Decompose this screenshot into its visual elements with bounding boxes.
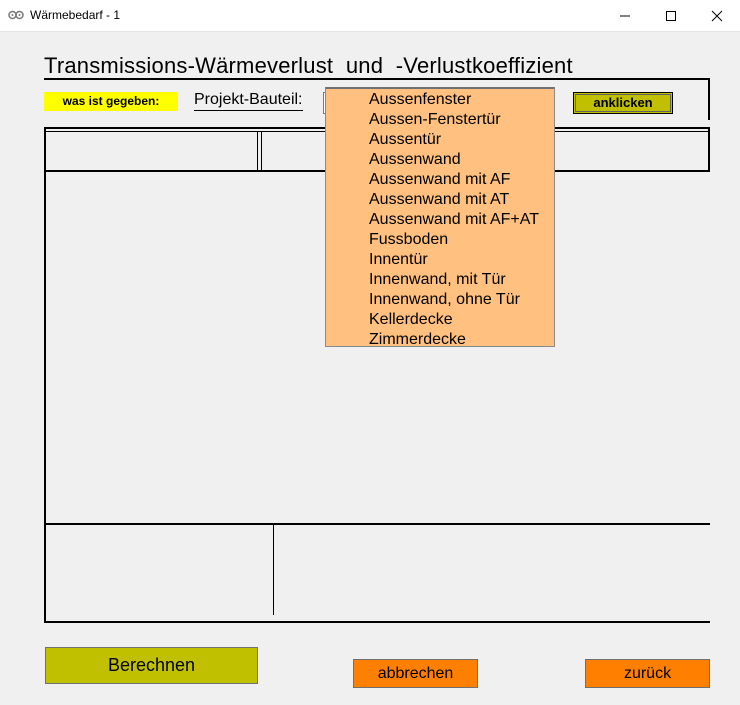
bauteil-dropdown-list[interactable]: Aussenfenster Aussen-Fenstertür Aussentü… (325, 87, 555, 348)
abbrechen-button[interactable]: abbrechen (353, 659, 478, 688)
column-divider-1 (257, 131, 258, 171)
minimize-button[interactable] (602, 0, 648, 31)
zurueck-button[interactable]: zurück (585, 659, 710, 688)
window-title: Wärmebedarf - 1 (30, 8, 121, 22)
dropdown-option[interactable]: Fussboden (369, 231, 449, 248)
lower-section-line (44, 523, 710, 525)
dropdown-option[interactable]: Innenwand, ohne Tür (369, 291, 520, 308)
dropdown-option[interactable]: Aussenfenster (369, 91, 472, 108)
dropdown-option[interactable]: Aussenwand mit AT (369, 191, 510, 208)
column-divider-2 (261, 131, 262, 171)
berechnen-button[interactable]: Berechnen (45, 647, 258, 684)
dropdown-option[interactable]: Zimmerdecke (369, 331, 466, 348)
top-frame-line (44, 78, 710, 80)
bauteil-label: Projekt-Bauteil: (194, 91, 303, 111)
right-frame-top-line (708, 78, 710, 120)
dropdown-option[interactable]: Aussen-Fenstertür (369, 111, 501, 128)
dropdown-option[interactable]: Aussenwand mit AF+AT (369, 211, 539, 228)
close-button[interactable] (694, 0, 740, 31)
dropdown-option[interactable]: Innentür (369, 251, 428, 268)
left-frame-line (44, 127, 46, 623)
dropdown-option[interactable]: Aussenwand (369, 151, 461, 168)
maximize-icon (666, 11, 676, 21)
gear-pair-icon (8, 10, 24, 20)
bottom-frame-line (44, 621, 710, 623)
page-title: Transmissions-Wärmeverlust und -Verlustk… (44, 53, 573, 78)
maximize-button[interactable] (648, 0, 694, 31)
lower-column-divider (273, 525, 274, 615)
right-frame-line (708, 127, 710, 171)
close-icon (711, 10, 723, 22)
dropdown-option[interactable]: Aussenwand mit AF (369, 171, 511, 188)
dropdown-option[interactable]: Innenwand, mit Tür (369, 271, 506, 288)
title-bar: Wärmebedarf - 1 (0, 0, 740, 32)
minimize-icon (620, 15, 630, 17)
dropdown-option[interactable]: Aussentür (369, 131, 442, 148)
given-label: was ist gegeben: (44, 92, 178, 111)
dropdown-option[interactable]: Kellerdecke (369, 311, 453, 328)
anklicken-button[interactable]: anklicken (573, 92, 673, 114)
